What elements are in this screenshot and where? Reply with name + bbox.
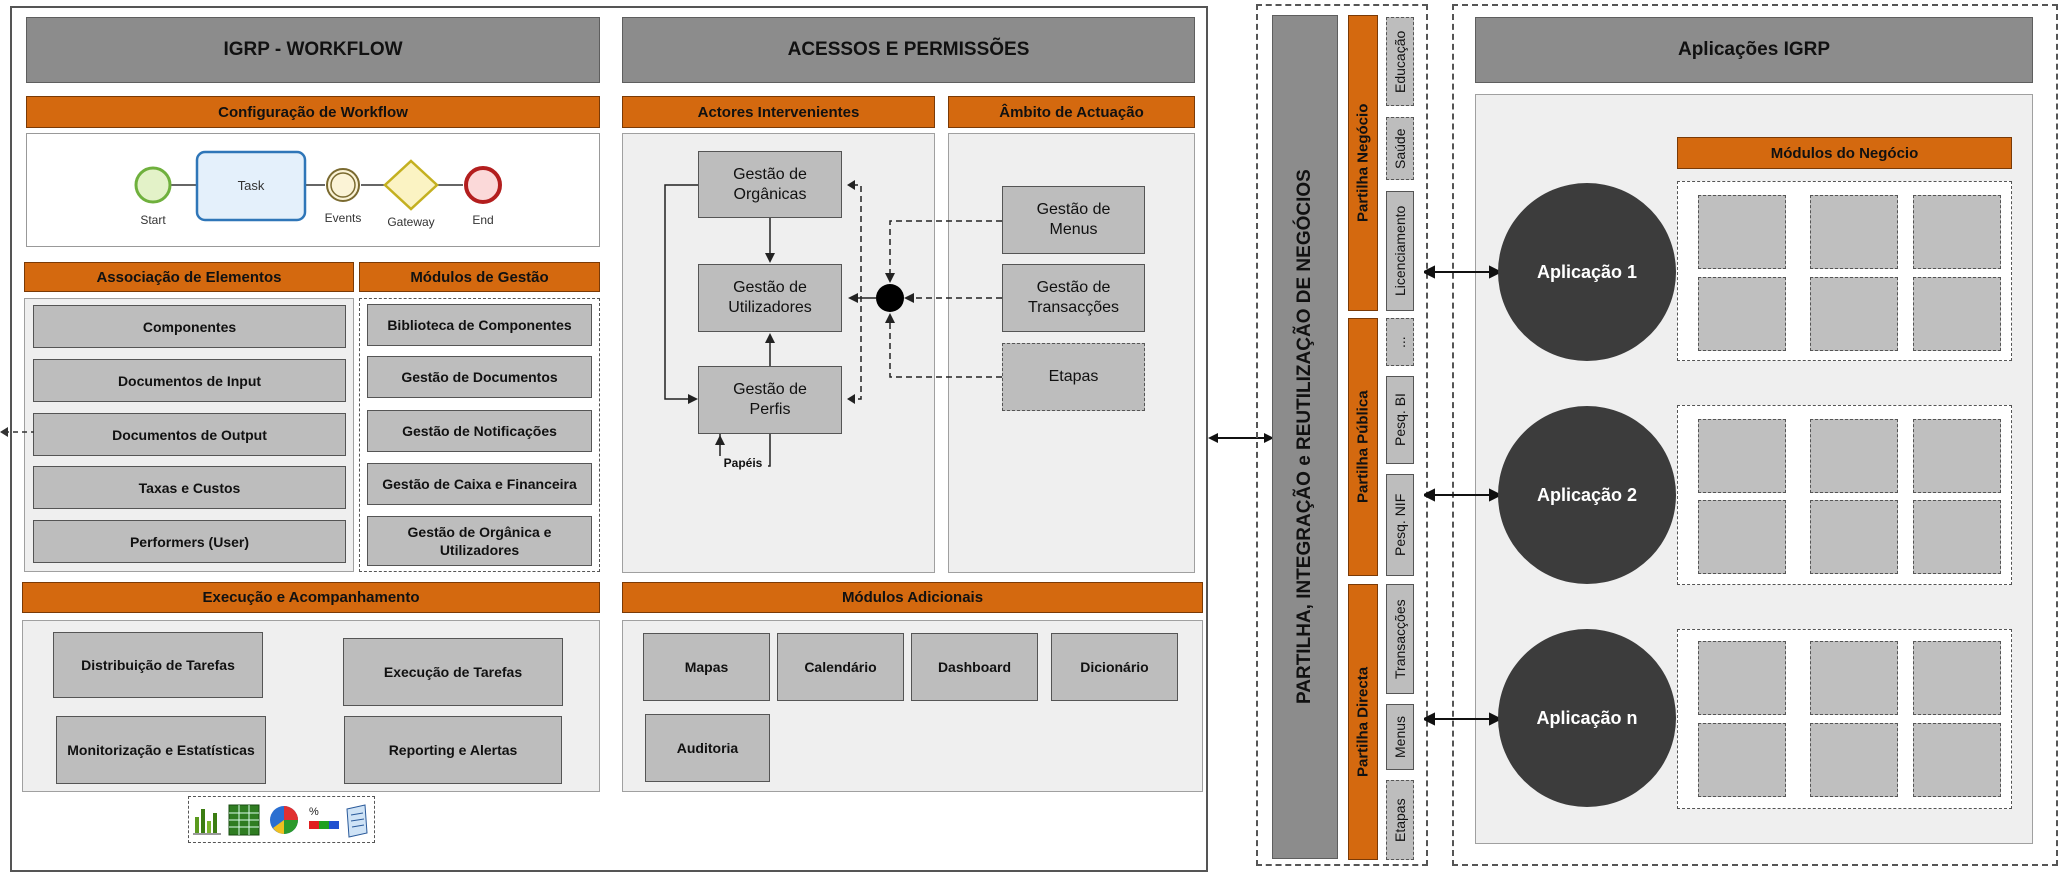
bpmn-task bbox=[195, 150, 307, 222]
modulo-item: Gestão de Caixa e Financeira bbox=[367, 463, 592, 505]
bpmn-gateway-label: Gateway bbox=[387, 215, 434, 229]
acessos-connectors bbox=[664, 180, 1002, 467]
modulo-box bbox=[1698, 277, 1786, 351]
modulo-box bbox=[1810, 500, 1898, 574]
left-out-arrow bbox=[0, 427, 34, 437]
modulo-box bbox=[1810, 419, 1898, 493]
acessos-title: ACESSOS E PERMISSÕES bbox=[622, 17, 1195, 83]
adicional-item: Auditoria bbox=[645, 714, 770, 782]
ambito-gestao-menus: Gestão de Menus bbox=[1002, 186, 1145, 254]
modulo-box bbox=[1810, 195, 1898, 269]
publica-item: ... bbox=[1386, 318, 1414, 366]
exec-item: Distribuição de Tarefas bbox=[53, 632, 263, 698]
adicionais-bar: Módulos Adicionais bbox=[622, 582, 1203, 613]
exec-item: Execução de Tarefas bbox=[343, 638, 563, 706]
adicional-item: Calendário bbox=[777, 633, 904, 701]
modulo-box bbox=[1913, 419, 2001, 493]
report-icon bbox=[346, 804, 368, 838]
modulos-gestao-bar: Módulos de Gestão bbox=[359, 262, 600, 292]
modulo-item: Gestão de Notificações bbox=[367, 410, 592, 452]
bpmn-intermediate-event bbox=[326, 168, 360, 202]
assoc-item: Documentos de Output bbox=[33, 413, 346, 456]
adicional-item: Dashboard bbox=[911, 633, 1038, 701]
execucao-bar: Execução e Acompanhamento bbox=[22, 582, 600, 613]
modulo-box bbox=[1698, 723, 1786, 797]
modulo-box bbox=[1810, 641, 1898, 715]
modulo-box bbox=[1913, 500, 2001, 574]
bpmn-panel: Start Task Events Gateway End bbox=[26, 133, 600, 247]
partilha-title: PARTILHA, INTEGRAÇÃO e REUTILIZAÇÃO DE N… bbox=[1272, 15, 1338, 859]
actor-gestao-organicas: Gestão de Orgânicas bbox=[698, 151, 842, 218]
actor-gestao-perfis: Gestão de Perfis bbox=[698, 366, 842, 434]
modulo-box bbox=[1913, 195, 2001, 269]
modulo-item: Biblioteca de Componentes bbox=[367, 304, 592, 346]
directa-item: Menus bbox=[1386, 704, 1414, 770]
partilha-frame bbox=[1256, 4, 1428, 866]
modulos-negocio-bar: Módulos do Negócio bbox=[1677, 137, 2012, 169]
aplicacoes-frame bbox=[1452, 4, 2058, 866]
modulo-box bbox=[1810, 723, 1898, 797]
modulo-box bbox=[1913, 723, 2001, 797]
assoc-item: Documentos de Input bbox=[33, 359, 346, 402]
ambito-gestao-transaccoes: Gestão de Transacções bbox=[1002, 264, 1145, 332]
ambito-bar: Âmbito de Actuação bbox=[948, 96, 1195, 128]
assoc-item: Componentes bbox=[33, 305, 346, 348]
bpmn-start-label: Start bbox=[140, 213, 166, 227]
junction-node bbox=[876, 284, 904, 312]
publica-item: Pesq. NIF bbox=[1386, 474, 1414, 576]
modulo-box bbox=[1698, 195, 1786, 269]
directa-item: Etapas bbox=[1386, 780, 1414, 860]
aplicacao-n: Aplicação n bbox=[1498, 629, 1676, 807]
modulo-box bbox=[1810, 277, 1898, 351]
bpmn-task-label: Task bbox=[238, 178, 265, 193]
modulo-item: Gestão de Documentos bbox=[367, 356, 592, 398]
partilha-negocio-bar: Partilha Negócio bbox=[1348, 15, 1378, 311]
bpmn-end-label: End bbox=[472, 213, 493, 227]
adicional-item: Dicionário bbox=[1051, 633, 1178, 701]
partilha-publica-bar: Partilha Pública bbox=[1348, 318, 1378, 576]
bpmn-diagram: Start Task Events Gateway End bbox=[134, 150, 502, 229]
partilha-apps-arrows bbox=[1424, 265, 1500, 726]
papeis-label: Papéis bbox=[718, 456, 768, 472]
bpmn-events-label: Events bbox=[325, 211, 362, 225]
modulo-box bbox=[1698, 641, 1786, 715]
publica-item: Pesq. BI bbox=[1386, 376, 1414, 464]
assoc-item: Taxas e Custos bbox=[33, 466, 346, 509]
assoc-item: Performers (User) bbox=[33, 520, 346, 563]
partilha-directa-bar: Partilha Directa bbox=[1348, 584, 1378, 860]
percent-bar-icon: % bbox=[309, 806, 339, 829]
modulo-item: Gestão de Orgânica e Utilizadores bbox=[367, 516, 592, 566]
actor-gestao-utilizadores: Gestão de Utilizadores bbox=[698, 264, 842, 332]
bpmn-start-event bbox=[134, 166, 172, 204]
negocio-item: Saúde bbox=[1386, 117, 1414, 180]
negocio-item: Educação bbox=[1386, 17, 1414, 106]
report-icons-group: % bbox=[188, 796, 375, 843]
workflow-title: IGRP - WORKFLOW bbox=[26, 17, 600, 83]
bar-chart-icon bbox=[193, 809, 221, 835]
ambito-etapas: Etapas bbox=[1002, 343, 1145, 411]
directa-item: Transacções bbox=[1386, 584, 1414, 694]
bpmn-gateway bbox=[383, 159, 439, 211]
bpmn-end-event bbox=[464, 166, 502, 204]
exec-item: Monitorização e Estatísticas bbox=[56, 716, 266, 784]
pie-chart-icon bbox=[270, 806, 298, 834]
spreadsheet-icon bbox=[228, 804, 260, 836]
aplicacao-1: Aplicação 1 bbox=[1498, 183, 1676, 361]
exec-item: Reporting e Alertas bbox=[344, 716, 562, 784]
aplicacoes-title: Aplicações IGRP bbox=[1475, 17, 2033, 83]
modulo-box bbox=[1698, 419, 1786, 493]
negocio-item: Licenciamento bbox=[1386, 191, 1414, 311]
actores-bar: Actores Intervenientes bbox=[622, 96, 935, 128]
aplicacao-2: Aplicação 2 bbox=[1498, 406, 1676, 584]
modulo-box bbox=[1698, 500, 1786, 574]
config-workflow-bar: Configuração de Workflow bbox=[26, 96, 600, 128]
adicional-item: Mapas bbox=[643, 633, 770, 701]
modulo-box bbox=[1913, 641, 2001, 715]
modulo-box bbox=[1913, 277, 2001, 351]
svg-text:%: % bbox=[309, 806, 319, 818]
assoc-elementos-bar: Associação de Elementos bbox=[24, 262, 354, 292]
